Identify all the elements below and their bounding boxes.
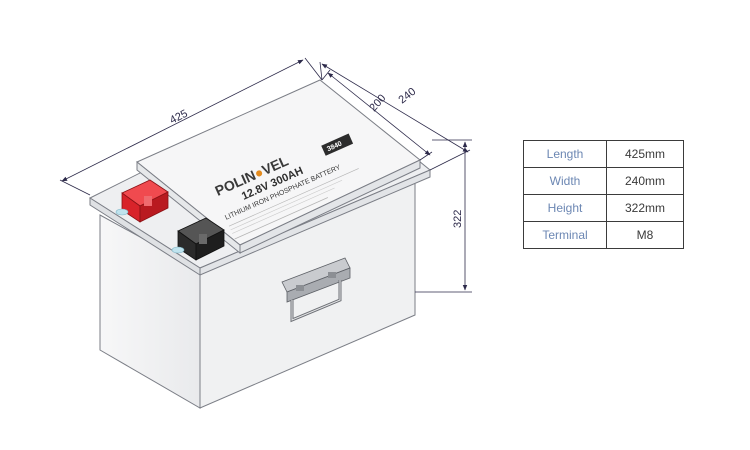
dimension-height: 322 xyxy=(415,139,472,293)
height-label: 322 xyxy=(452,210,464,228)
spec-table: Length 425mm Width 240mm Height 322mm Te… xyxy=(523,140,684,249)
battery-body xyxy=(88,79,431,409)
spec-row-height: Height 322mm xyxy=(523,194,684,222)
spec-row-length: Length 425mm xyxy=(523,140,684,168)
positive-terminal xyxy=(121,179,169,223)
spec-value: 425mm xyxy=(606,140,684,168)
spec-key: Terminal xyxy=(523,221,607,249)
spec-row-terminal: Terminal M8 xyxy=(523,221,684,249)
depth-label: 200 xyxy=(367,92,388,114)
spec-key: Height xyxy=(523,194,607,222)
width-label: 240 xyxy=(396,86,418,107)
spec-value: 240mm xyxy=(606,167,684,195)
terminal-marking-negative xyxy=(171,246,185,254)
terminal-marking-positive xyxy=(115,208,129,216)
battery-handle xyxy=(281,257,351,323)
spec-value: M8 xyxy=(606,221,684,249)
spec-value: 322mm xyxy=(606,194,684,222)
spec-key: Width xyxy=(523,167,607,195)
spec-row-width: Width 240mm xyxy=(523,167,684,195)
negative-terminal xyxy=(177,217,225,261)
spec-key: Length xyxy=(523,140,607,168)
length-label: 425 xyxy=(168,108,190,127)
